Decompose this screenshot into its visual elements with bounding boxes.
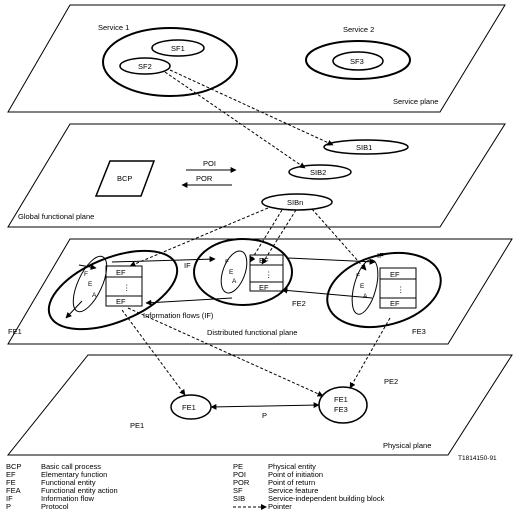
sib2-ellipse bbox=[288, 164, 352, 180]
fe3-fea-e: E bbox=[360, 283, 365, 290]
pointer-fe1-pe2 bbox=[127, 307, 324, 397]
pe2-node-label-bottom: FE3 bbox=[334, 405, 348, 414]
pointer-sf2-sib2 bbox=[164, 71, 306, 169]
physical-plane-outline bbox=[6, 354, 513, 456]
pointer-sibn-fe2b bbox=[261, 209, 297, 265]
if-flow-fe2-fe1 bbox=[145, 297, 233, 306]
fe2-label: FE2 bbox=[292, 299, 306, 308]
service-plane: Service 1 Service 2 SF1 SF2 SF3 Service … bbox=[7, 4, 506, 113]
fe2-ef-box bbox=[249, 254, 284, 292]
service2-label: Service 2 bbox=[343, 25, 374, 34]
fe1-flow-out bbox=[65, 300, 83, 319]
fe2-fea-f: F bbox=[225, 259, 229, 266]
if-left-label: IF bbox=[184, 261, 191, 270]
fe1-ef-dots: ⋮ bbox=[123, 283, 131, 292]
fe3-ef-bottom: EF bbox=[390, 299, 400, 308]
sibn-label: SIBn bbox=[287, 198, 303, 207]
global-plane-label: Global functional plane bbox=[18, 212, 94, 221]
pointer-sf2-sib1 bbox=[169, 69, 334, 146]
protocol-link bbox=[210, 402, 320, 410]
bcp-label: BCP bbox=[117, 174, 132, 183]
fe1-fea-f: F bbox=[84, 271, 88, 278]
fe1-fea-a: A bbox=[92, 292, 97, 299]
service1-ellipse bbox=[102, 27, 238, 97]
distributed-plane-outline bbox=[7, 238, 513, 345]
pe1-label: PE1 bbox=[130, 421, 144, 430]
figure-id: T1814150-91 bbox=[458, 455, 497, 462]
fe3-fea-a: A bbox=[363, 293, 368, 300]
por-label: POR bbox=[196, 174, 213, 183]
pe2-node-label-top: FE1 bbox=[334, 395, 348, 404]
fe3-label: FE3 bbox=[412, 327, 426, 336]
service1-label: Service 1 bbox=[98, 23, 129, 32]
if-right-label: IF bbox=[377, 251, 384, 260]
bcp-box bbox=[94, 160, 156, 197]
information-flows-label: Information flows (IF) bbox=[143, 311, 214, 320]
sf3-label: SF3 bbox=[350, 57, 364, 66]
fe2-fea-a: A bbox=[232, 278, 237, 285]
pointer-sibn-fe3 bbox=[311, 208, 367, 271]
distributed-functional-plane: F E A EF ⋮ EF FE1 F E A EF ⋮ EF FE2 F E … bbox=[7, 238, 513, 345]
sf2-label: SF2 bbox=[138, 62, 152, 71]
fe1-flow-in bbox=[78, 264, 97, 271]
pe2-label: PE2 bbox=[384, 377, 398, 386]
distributed-plane-label: Distributed functional plane bbox=[207, 328, 297, 337]
fe2-fea-ellipse bbox=[220, 250, 248, 294]
fe3-ef-box bbox=[379, 267, 417, 309]
fe2-ef-bottom: EF bbox=[259, 283, 269, 292]
fe1-ef-top: EF bbox=[116, 268, 126, 277]
pointer-fe3-pe2 bbox=[349, 317, 391, 389]
fe1-fea-ellipse bbox=[72, 255, 108, 313]
fe1-ellipse bbox=[47, 249, 179, 331]
pointer-legend-icon bbox=[233, 502, 267, 512]
fe2-fea-e: E bbox=[229, 269, 234, 276]
protocol-label: P bbox=[262, 411, 267, 420]
sf1-label: SF1 bbox=[171, 44, 185, 53]
fe1-ef-bottom: EF bbox=[116, 297, 126, 306]
sib1-ellipse bbox=[323, 139, 409, 155]
physical-plane: PE1 PE2 FE1 FE1 FE3 P Physical plane bbox=[6, 354, 513, 456]
if-flow-fe3-fe2 bbox=[281, 287, 373, 299]
sf1-ellipse bbox=[151, 39, 205, 57]
inn-conceptual-model-diagram: Service 1 Service 2 SF1 SF2 SF3 Service … bbox=[6, 4, 513, 456]
sibn-ellipse bbox=[261, 193, 333, 211]
if-flow-fe2-fe3 bbox=[287, 257, 376, 265]
physical-plane-label: Physical plane bbox=[383, 441, 431, 450]
fe2-ef-dots: ⋮ bbox=[265, 270, 273, 279]
fe2-ef-top: EF bbox=[259, 256, 269, 265]
fe1-label: FE1 bbox=[8, 327, 22, 336]
pointer-sibn-fe2 bbox=[249, 209, 283, 263]
service-plane-label: Service plane bbox=[393, 97, 438, 106]
sf2-ellipse bbox=[119, 57, 171, 75]
sib1-label: SIB1 bbox=[356, 143, 372, 152]
service2-ellipse bbox=[305, 40, 411, 80]
pointer-fe1-pe1 bbox=[121, 309, 186, 396]
pe1-node-label: FE1 bbox=[182, 403, 196, 412]
fe3-ef-top: EF bbox=[390, 270, 400, 279]
sf3-ellipse bbox=[332, 51, 384, 71]
fe3-ef-dots: ⋮ bbox=[397, 285, 405, 294]
global-functional-plane: BCP POI POR SIB1 SIB2 SIBn Global functi… bbox=[7, 123, 506, 228]
fe1-fea-e: E bbox=[88, 281, 93, 288]
fe2-ellipse bbox=[193, 238, 293, 306]
if-flow-fe1-fe2 bbox=[111, 256, 216, 263]
fe3-fea-f: F bbox=[356, 273, 360, 280]
global-plane-outline bbox=[7, 123, 506, 228]
fe3-ellipse bbox=[326, 252, 442, 328]
poi-label: POI bbox=[203, 159, 216, 168]
fe1-ef-box bbox=[105, 265, 143, 307]
service-plane-outline bbox=[7, 4, 506, 113]
sib2-label: SIB2 bbox=[310, 168, 326, 177]
